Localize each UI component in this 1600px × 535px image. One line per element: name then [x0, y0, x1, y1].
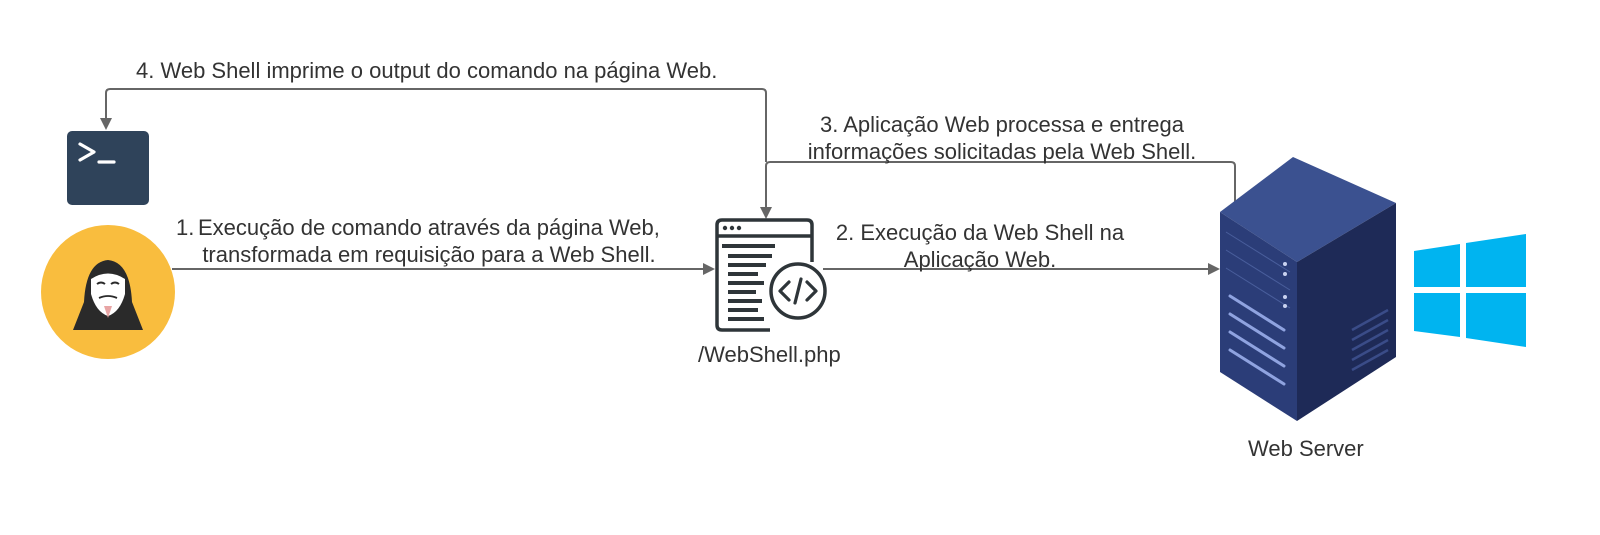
step1-line1: Execução de comando através da página We… [198, 215, 660, 240]
step3-line1: 3. Aplicação Web processa e entrega [819, 112, 1185, 137]
webshell-file-label: /WebShell.php [698, 342, 841, 367]
step1-number: 1. [176, 215, 195, 240]
code-file-icon [715, 218, 827, 332]
web-server-label: Web Server [1248, 436, 1364, 461]
step1-line2: transformada em requisição para a Web Sh… [202, 242, 656, 267]
step3-line2: informações solicitadas pela Web Shell. [807, 139, 1197, 164]
arrow-step3 [760, 161, 1236, 219]
hacker-icon [41, 225, 175, 359]
step4-label: 4. Web Shell imprime o output do comando… [136, 58, 718, 83]
terminal-icon [67, 131, 149, 205]
step2-line1: 2. Execução da Web Shell na [835, 220, 1125, 245]
step3-label: 3. Aplicação Web processa e entrega info… [796, 111, 1208, 165]
arrow-step4 [100, 88, 767, 162]
step2-line2: Aplicação Web. [903, 247, 1057, 272]
step1-label: Execução de comando através da página We… [198, 214, 660, 268]
server-icon [1220, 157, 1396, 421]
step2-label: 2. Execução da Web Shell na Aplicação We… [828, 219, 1132, 273]
windows-logo-icon [1414, 234, 1526, 347]
